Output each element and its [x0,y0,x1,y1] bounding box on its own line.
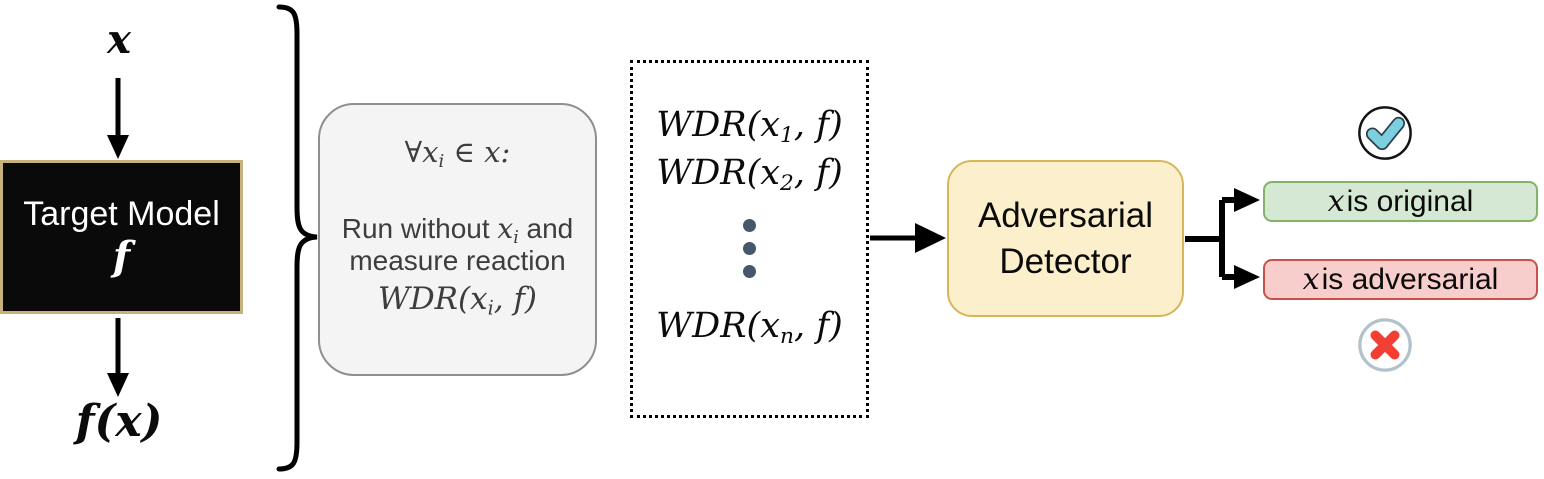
arrow-detector-branch [1185,188,1260,289]
forall-statement: ∀xi ∈ x: [404,135,511,173]
target-model-title: Target Model [23,195,220,234]
detector-label-line1: Adversarial [977,195,1154,235]
output-label: f(x) [75,396,163,447]
wdr-procedure-box: ∀xi ∈ x: Run without xi and measure reac… [318,103,597,376]
arrow-model-to-output [107,318,129,397]
ellipsis-dots [743,219,756,278]
wdr-values-box: WDR(x1, f) WDR(x2, f) WDR(xn, f) [630,60,869,418]
run-without-line: Run without xi and [341,212,574,248]
cross-icon [1358,318,1412,372]
arrow-input-to-model [107,78,129,159]
wdr-value-row: WDR(x2, f) [656,153,843,197]
target-model-box: Target Model f [0,160,243,314]
checkmark-icon [1358,106,1412,160]
target-model-symbol: f [112,232,131,280]
detector-label-line2: Detector [999,241,1132,281]
wdr-value-row: WDR(xn, f) [656,306,843,350]
curly-brace [276,4,318,472]
wdr-value-row: WDR(x1, f) [656,105,843,149]
input-label: x [107,16,131,63]
adversarial-result-box: x is adversarial [1263,259,1538,300]
adversarial-detector-box: Adversarial Detector [947,160,1184,317]
original-result-box: x is original [1263,181,1538,222]
arrow-values-to-detector [870,223,946,253]
measure-reaction-line: measure reaction [349,245,566,277]
wdr-formula: WDR(xi, f) [377,281,538,320]
